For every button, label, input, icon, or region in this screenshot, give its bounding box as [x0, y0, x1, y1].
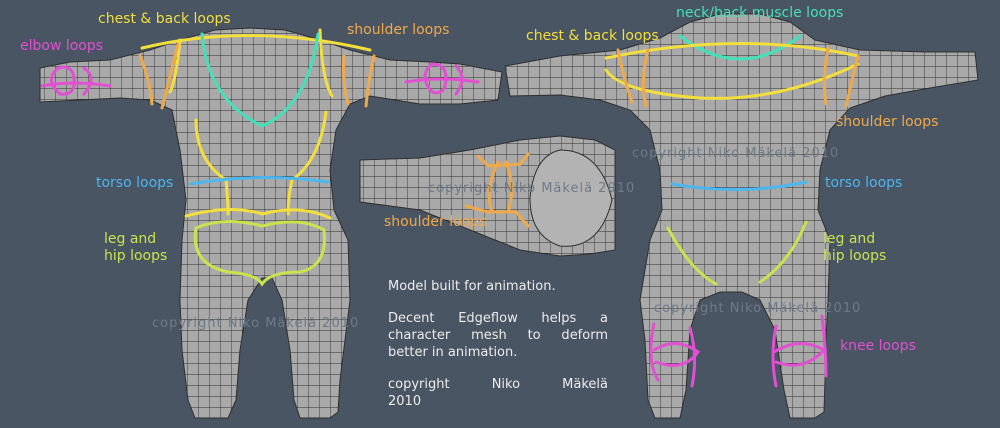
- label-chest-back-loops-right: chest & back loops: [526, 28, 659, 44]
- front-shoulder-loop-left-1: [138, 54, 154, 106]
- note-edgeflow-line3: better in animation.: [388, 345, 518, 360]
- back-knee-loop-left: [649, 322, 660, 382]
- label-leg-hip-loops-right-2: hip loops: [823, 248, 887, 264]
- closeup-loop-3: [476, 152, 530, 168]
- front-torso-loop: [188, 175, 330, 186]
- back-knee-loop-right: [771, 324, 778, 388]
- front-elbow-loop-left-2: [82, 66, 93, 96]
- back-torso-loop: [670, 180, 808, 191]
- front-elbow-loop-left-3: [40, 81, 112, 88]
- back-knee-loop-left-3: [652, 342, 701, 367]
- watermark-right-bottom: copyright Niko Mäkelä 2010: [654, 301, 862, 316]
- front-shoulder-loop-left-2: [160, 42, 180, 110]
- closeup-loop-4: [464, 204, 530, 228]
- front-hip-loop-top: [184, 207, 332, 220]
- front-shoulder-loop-right-2: [364, 54, 376, 108]
- back-shoulder-loop-left-1: [616, 48, 634, 104]
- front-shoulder-loop-right-1: [342, 54, 350, 106]
- back-leg-loop-left: [666, 226, 718, 286]
- label-knee-loops: knee loops: [840, 338, 916, 354]
- back-shoulder-loop-right-2: [844, 54, 860, 108]
- watermark-right-top: copyright Niko Mäkelä 2010: [632, 146, 840, 161]
- back-shoulder-loop-right-1: [822, 46, 830, 106]
- front-chest-loop-left-side: [168, 38, 182, 94]
- note-edgeflow-line2: character mesh to deform: [388, 328, 608, 343]
- label-leg-hip-loops-right-1: leg and: [823, 231, 876, 247]
- front-leg-loop: [193, 219, 326, 287]
- front-elbow-loop-left: [50, 65, 76, 96]
- label-shoulder-loops-right: shoulder loops: [836, 114, 939, 130]
- label-neck-back-muscle-loops: neck/back muscle loops: [676, 5, 844, 21]
- back-knee-loop-right-3: [772, 342, 827, 367]
- back-leg-loop-right: [758, 220, 808, 284]
- closeup-loop-2: [504, 160, 513, 214]
- back-edge-loops: [604, 34, 860, 388]
- front-abdomen-loop-right: [286, 110, 328, 216]
- label-shoulder-loops-left: shoulder loops: [347, 22, 450, 38]
- label-elbow-loops: elbow loops: [20, 38, 104, 54]
- back-shoulder-loop-left-2: [641, 48, 650, 108]
- front-elbow-loop-right-3: [404, 77, 480, 84]
- back-body-mesh: [504, 13, 979, 419]
- label-chest-back-loops-left: chest & back loops: [98, 11, 231, 27]
- label-leg-hip-loops-left-1: leg and: [104, 231, 157, 247]
- watermark-left: copyright Niko Mäkelä 2010: [152, 316, 360, 331]
- note-copyright-line1: copyright Niko Mäkelä: [388, 377, 608, 392]
- note-copyright-line2: 2010: [388, 394, 422, 409]
- note-model-built: Model built for animation.: [388, 279, 556, 294]
- label-leg-hip-loops-left-2: hip loops: [104, 248, 168, 264]
- front-edge-loops: [40, 28, 480, 287]
- shoulder-closeup-mesh: [359, 135, 616, 257]
- watermark-center: copyright Niko Mäkelä 2010: [428, 181, 636, 196]
- note-edgeflow-line1: Decent Edgeflow helps a: [388, 311, 608, 326]
- front-neck-teal-loop: [200, 32, 320, 128]
- front-chest-loop-right-side: [318, 28, 334, 98]
- front-chest-loop: [140, 34, 372, 52]
- front-elbow-loop-right: [423, 62, 448, 95]
- label-torso-loops-right: torso loops: [825, 175, 903, 191]
- label-shoulder-loops-center: shoulder loops: [384, 214, 487, 230]
- closeup-shoulder-loops: [464, 152, 530, 228]
- label-torso-loops-left: torso loops: [96, 175, 174, 191]
- back-knee-loop-right-2: [820, 314, 828, 378]
- back-chest-loop: [604, 62, 860, 100]
